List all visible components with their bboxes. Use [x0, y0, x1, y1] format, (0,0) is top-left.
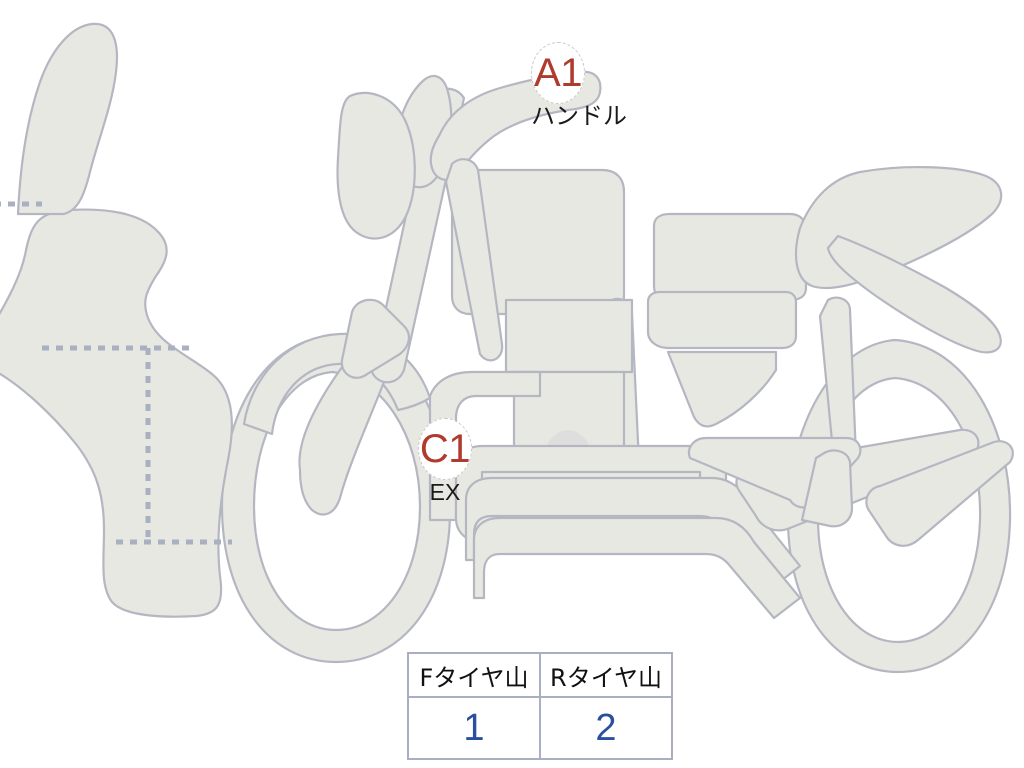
header-rear-tire-tread: Rタイヤ山: [539, 652, 673, 698]
left-upper-arm: [16, 22, 118, 216]
table-value-row: 1 2: [407, 696, 673, 760]
value-rear-tire-tread[interactable]: 2: [539, 696, 673, 760]
callout-a1-bubble[interactable]: A1: [531, 42, 585, 104]
rear-fender: [826, 234, 1002, 354]
seat: [652, 212, 808, 302]
callout-a1-caption: ハンドル: [531, 102, 627, 130]
left-fairing: [0, 208, 233, 618]
side-cowl-panel: [336, 91, 416, 240]
callout-c1[interactable]: C1 EX: [418, 418, 472, 505]
chain-guard: [800, 449, 854, 528]
exhaust-muffler: [464, 476, 802, 620]
callout-c1-caption: EX: [429, 479, 461, 505]
value-front-tire-tread[interactable]: 1: [407, 696, 541, 760]
rear-subframe-wedge: [646, 290, 798, 428]
callout-c1-bubble[interactable]: C1: [418, 418, 472, 480]
front-fork-lower: [298, 333, 393, 516]
callout-a1[interactable]: A1 ハンドル: [531, 42, 627, 130]
dashed-reference-lines: [0, 201, 232, 545]
callout-c1-code: C1: [419, 427, 471, 471]
rear-strut: [865, 440, 1014, 547]
tire-tread-table: Fタイヤ山 Rタイヤ山 1 2: [407, 652, 673, 760]
header-front-tire-tread: Fタイヤ山: [407, 652, 541, 698]
callout-a1-code: A1: [534, 51, 582, 95]
table-header-row: Fタイヤ山 Rタイヤ山: [407, 652, 673, 698]
